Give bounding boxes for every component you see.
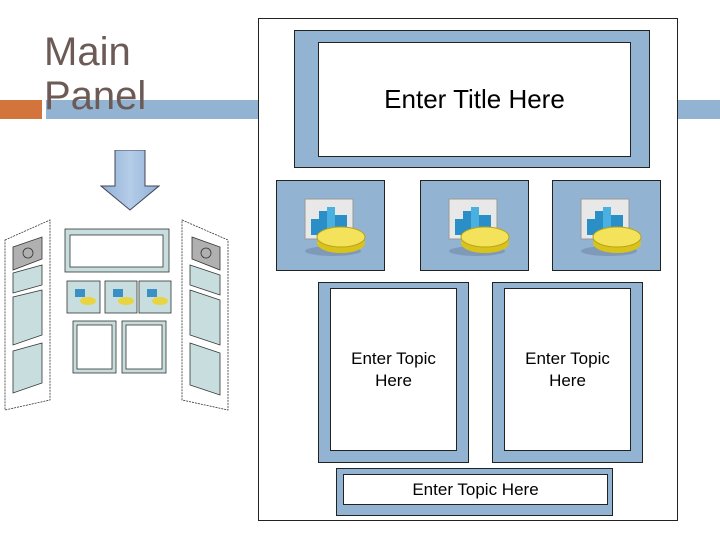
accent-bar-orange bbox=[0, 100, 42, 119]
topic-frame-2: Enter Topic Here bbox=[492, 282, 643, 463]
slide-title: Main Panel bbox=[44, 30, 147, 118]
topic-box-1[interactable]: Enter Topic Here bbox=[330, 288, 457, 451]
down-arrow-icon bbox=[100, 150, 160, 211]
trifold-thumbnail bbox=[0, 215, 240, 415]
bottom-topic-frame: Enter Topic Here bbox=[336, 468, 613, 516]
title-box[interactable]: Enter Title Here bbox=[318, 42, 631, 157]
trifold-board bbox=[4, 219, 229, 411]
camera-icon bbox=[22, 247, 34, 259]
topic-box-2[interactable]: Enter Topic Here bbox=[504, 288, 631, 451]
topic-frame-1: Enter Topic Here bbox=[318, 282, 469, 463]
image-tile-2[interactable] bbox=[420, 180, 529, 271]
image-tile-3[interactable] bbox=[552, 180, 661, 271]
chart-presentation-icon bbox=[448, 198, 509, 256]
chart-presentation-icon bbox=[304, 198, 365, 256]
chart-presentation-icon bbox=[580, 198, 641, 256]
camera-icon bbox=[200, 247, 212, 259]
image-tile-1[interactable] bbox=[276, 180, 385, 271]
center-thumbnails bbox=[66, 280, 172, 314]
left-wing-camera bbox=[12, 236, 43, 271]
title-frame: Enter Title Here bbox=[294, 30, 650, 168]
bottom-topic-box[interactable]: Enter Topic Here bbox=[343, 474, 608, 505]
